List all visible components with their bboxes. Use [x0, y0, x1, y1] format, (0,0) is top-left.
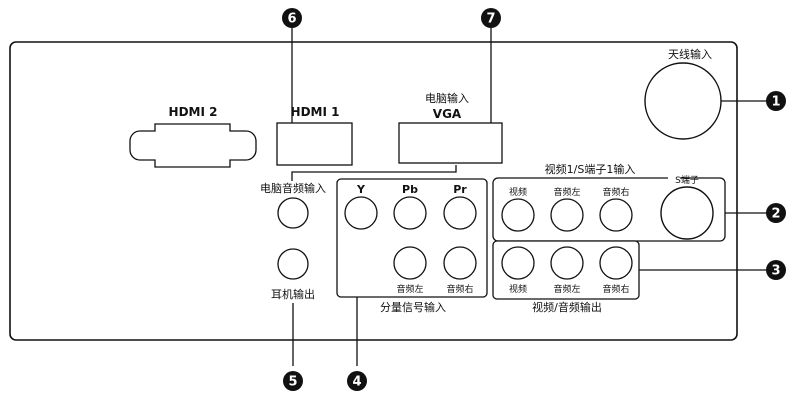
antenna-input: 天线输入: [644, 47, 722, 140]
callout-3-badge: [766, 260, 786, 280]
hdmi2-connector-shape: [129, 123, 257, 168]
component-audio-right-label: 音频右: [446, 283, 473, 295]
callout-6-badge: [282, 8, 302, 28]
component-pr-jack: [443, 196, 477, 230]
vga-port: 电脑输入 VGA: [398, 91, 503, 164]
video-output-audio-left-jack: [550, 246, 584, 280]
callout-2-badge: [766, 203, 786, 223]
callout-1-badge: [766, 91, 786, 111]
video-output-audio-right-jack: [599, 246, 633, 280]
callout-3-number: 3: [771, 264, 780, 279]
vga-label: VGA: [433, 107, 462, 121]
pc-audio-bracket: [291, 165, 457, 181]
callout-2: 2: [766, 203, 786, 223]
component-pb-label: Pb: [402, 183, 418, 196]
video-input-audio-right-label: 音频右: [602, 186, 629, 198]
component-audio-left-jack: [393, 246, 427, 280]
video-output-audio-left-label: 音频左: [553, 283, 580, 295]
headphone-output-label: 耳机输出: [271, 287, 315, 301]
pc-input-label: 电脑输入: [425, 91, 469, 105]
headphone-jack: [277, 248, 309, 280]
video1-s1-input-label: 视频1/S端子1输入: [545, 162, 636, 176]
antenna-input-label: 天线输入: [668, 47, 712, 61]
video-output-video-label: 视频: [509, 283, 527, 295]
video-input-audio-right-jack: [599, 198, 633, 232]
callout-4: 4: [347, 371, 367, 391]
hdmi1-label: HDMI 1: [291, 105, 340, 119]
callout-4-number: 4: [352, 375, 361, 390]
callout-2-number: 2: [771, 207, 780, 222]
pc-audio-jack: [277, 197, 309, 229]
component-y-jack: [344, 196, 378, 230]
video-input-video-label: 视频: [509, 186, 527, 198]
callout-1: 1: [766, 91, 786, 111]
callout-5-number: 5: [288, 375, 297, 390]
component-y-label: Y: [356, 183, 366, 196]
hdmi2-port: HDMI 2: [129, 105, 257, 168]
callout-4-badge: [347, 371, 367, 391]
callout-1-number: 1: [771, 95, 780, 110]
s-terminal-jack: [660, 186, 714, 240]
hdmi1-port: HDMI 1: [276, 105, 353, 166]
hdmi1-connector-shape: [276, 122, 353, 166]
pc-audio-input-label: 电脑音频输入: [260, 181, 326, 195]
component-audio-right-jack: [443, 246, 477, 280]
antenna-jack: [644, 62, 722, 140]
video-input-video-jack: [501, 198, 535, 232]
video-output-audio-right-label: 音频右: [602, 283, 629, 295]
callout-5: 5: [283, 371, 303, 391]
callout-6-number: 6: [287, 12, 296, 27]
callout-5-badge: [283, 371, 303, 391]
component-pb-jack: [393, 196, 427, 230]
callout-7-number: 7: [486, 12, 495, 27]
vga-connector-shape: [398, 122, 503, 164]
video-audio-output-label: 视频/音频输出: [532, 300, 602, 314]
callout-7: 7: [481, 8, 501, 28]
callout-6: 6: [282, 8, 302, 28]
video-input-audio-left-jack: [550, 198, 584, 232]
s-terminal-label: S端子: [675, 174, 699, 186]
hdmi2-label: HDMI 2: [169, 105, 218, 119]
callout-7-badge: [481, 8, 501, 28]
component-pr-label: Pr: [453, 183, 467, 196]
component-audio-left-label: 音频左: [396, 283, 423, 295]
video-input-audio-left-label: 音频左: [553, 186, 580, 198]
callout-3: 3: [766, 260, 786, 280]
video-output-video-jack: [501, 246, 535, 280]
component-input-label: 分量信号输入: [380, 300, 446, 314]
